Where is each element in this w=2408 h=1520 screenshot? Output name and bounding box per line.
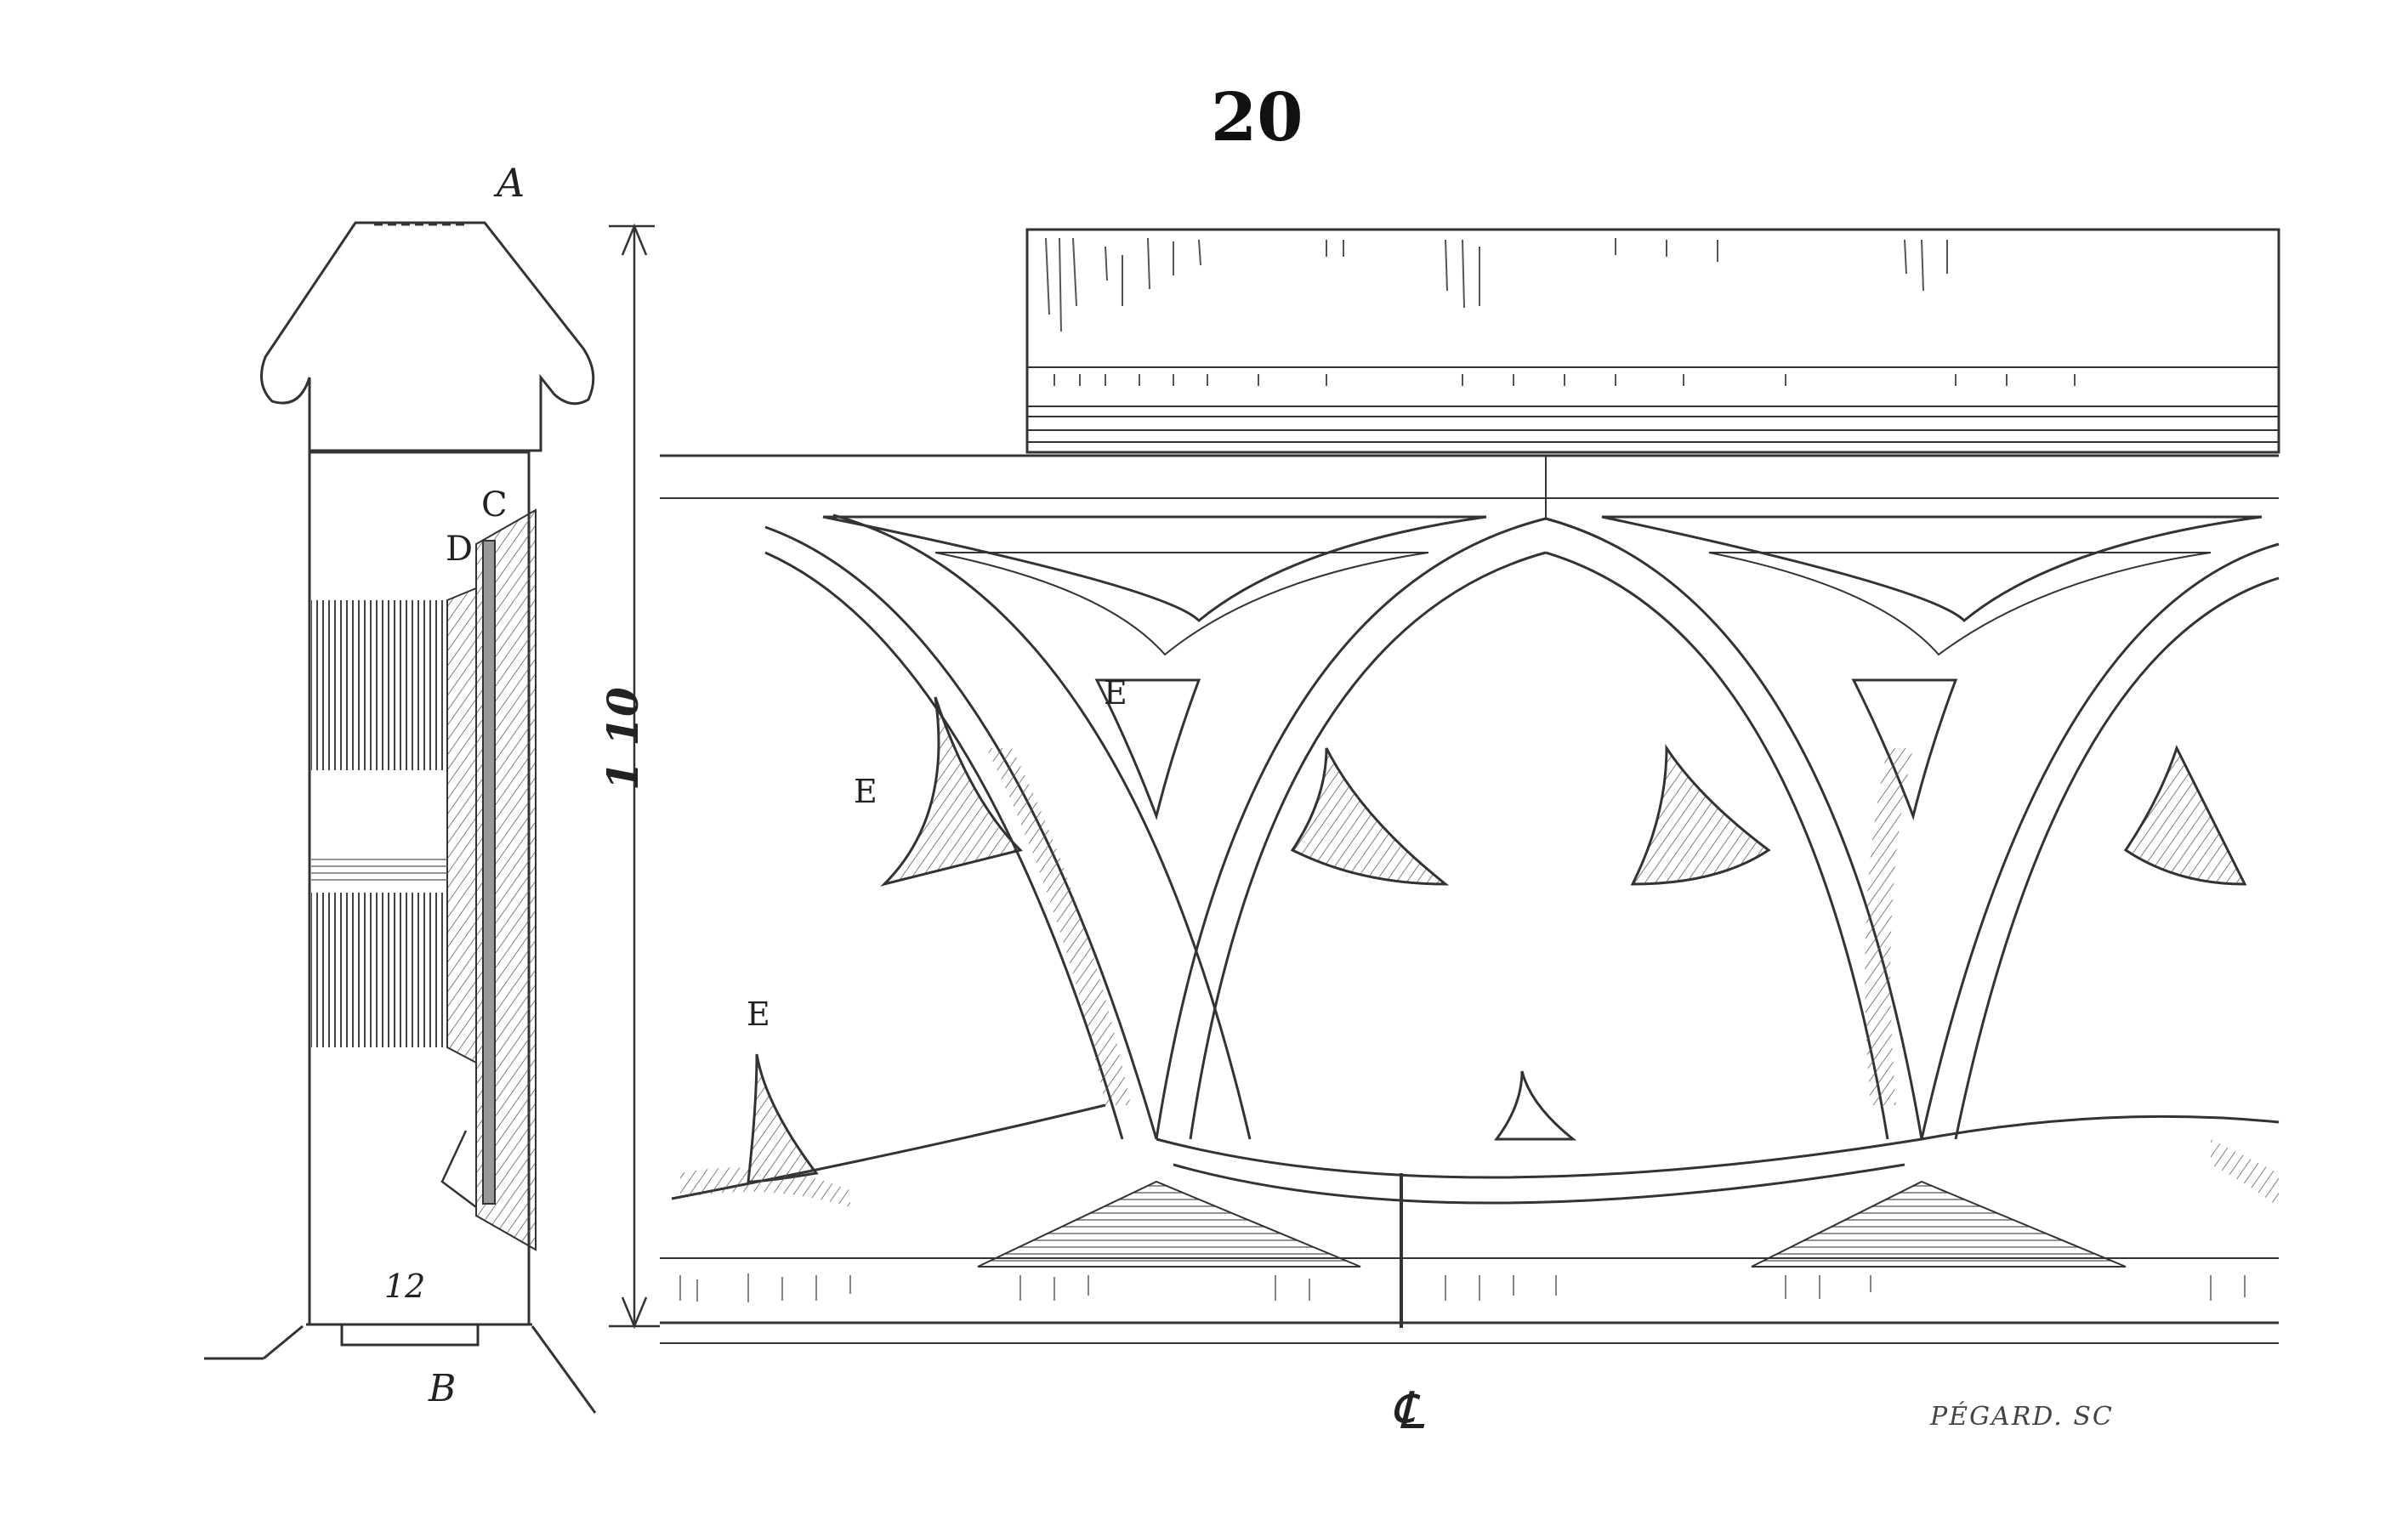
arc-hatching [680, 748, 2279, 1207]
label-twelve: 12 [384, 1268, 426, 1305]
coping-cap [260, 221, 595, 452]
cusp-upper [1094, 678, 1201, 821]
dimension-line [609, 223, 660, 1330]
arc-1 [764, 525, 1158, 1140]
upper-coping [1025, 228, 2280, 454]
cusp-center-right [1630, 744, 1771, 886]
plinth-hatching [679, 1273, 2246, 1302]
lower-arc [1156, 1137, 1922, 1179]
cusp-center-left [1290, 747, 1450, 886]
elevation [660, 228, 2280, 1344]
lower-spandrel-left [977, 1180, 1361, 1268]
section-hatching [311, 508, 537, 1251]
label-e-middle: E [854, 773, 877, 810]
label-c: C [481, 485, 508, 525]
cusp-left [880, 696, 1023, 887]
coping-hatching [1045, 237, 2076, 386]
arc-2 [1155, 517, 1547, 1140]
label-d: D [446, 530, 474, 569]
label-a: A [497, 160, 525, 206]
label-e-upper: E [1104, 674, 1127, 712]
section-plinth [306, 1323, 532, 1347]
axis-symbol: ℄ [1391, 1381, 1424, 1441]
lower-spandrel-right [1751, 1180, 2127, 1268]
label-e-lower: E [747, 995, 770, 1033]
spandrel-right [1601, 515, 2263, 623]
tracery [671, 513, 2280, 1268]
label-b: B [429, 1367, 457, 1410]
spandrel-left [822, 515, 1487, 623]
engraver-signature: PÉGARD. SC [1930, 1402, 2114, 1432]
dimension-label: 1 10 [598, 687, 648, 791]
cusp-lower [1494, 1070, 1577, 1141]
figure-number: 20 [1211, 79, 1303, 156]
arc-4 [1920, 542, 2280, 1140]
